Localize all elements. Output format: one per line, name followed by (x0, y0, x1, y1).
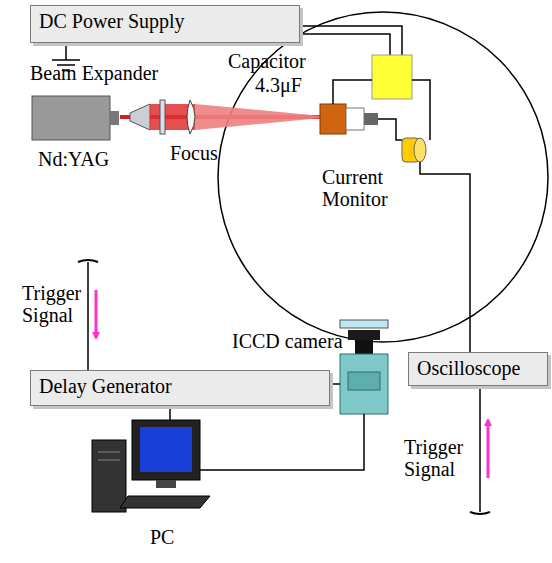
signal-end (78, 260, 98, 262)
laser-head (32, 96, 110, 140)
box-label: Delay Generator (39, 375, 321, 397)
camera-panel (348, 372, 380, 390)
laser-aperture (110, 111, 119, 125)
equipment-box: DC Power Supply (30, 5, 300, 43)
box-label: Oscilloscope (417, 357, 539, 379)
trigger-arrow (487, 420, 490, 478)
part-label: Current Monitor (322, 166, 417, 210)
current-monitor-face (414, 138, 426, 162)
supply-wires (300, 26, 402, 55)
part-label: Capacitor (228, 50, 306, 72)
part-label: Trigger Signal (22, 282, 92, 326)
trigger-arrow (95, 290, 98, 338)
equipment-box: Oscilloscope (408, 352, 548, 386)
part-label: ICCD camera (232, 330, 343, 352)
electrode (364, 113, 378, 125)
vacuum-chamber (218, 12, 548, 342)
window (160, 100, 165, 134)
monitor-cable (420, 162, 470, 352)
camera-body (340, 354, 388, 414)
camera-window (340, 320, 388, 328)
box-label: DC Power Supply (39, 10, 291, 32)
equipment-box: Delay Generator (30, 370, 330, 406)
part-label: Focus (170, 142, 218, 164)
signal-end (470, 512, 490, 514)
target (320, 104, 346, 134)
focused-beam (195, 104, 332, 130)
camera-lens-barrel (355, 340, 373, 354)
discharge-wires (333, 80, 430, 140)
beam-expander (130, 104, 150, 130)
part-label: 4.3μF (255, 74, 302, 96)
capacitor (372, 55, 412, 99)
insulator (346, 108, 364, 130)
pc-icon (92, 420, 210, 512)
camera-lens (348, 330, 380, 340)
part-label: Beam Expander (30, 62, 158, 84)
focus-lens (187, 100, 195, 134)
part-label: PC (150, 526, 174, 548)
part-label: Nd:YAG (38, 148, 109, 170)
part-label: Trigger Signal (404, 436, 476, 480)
